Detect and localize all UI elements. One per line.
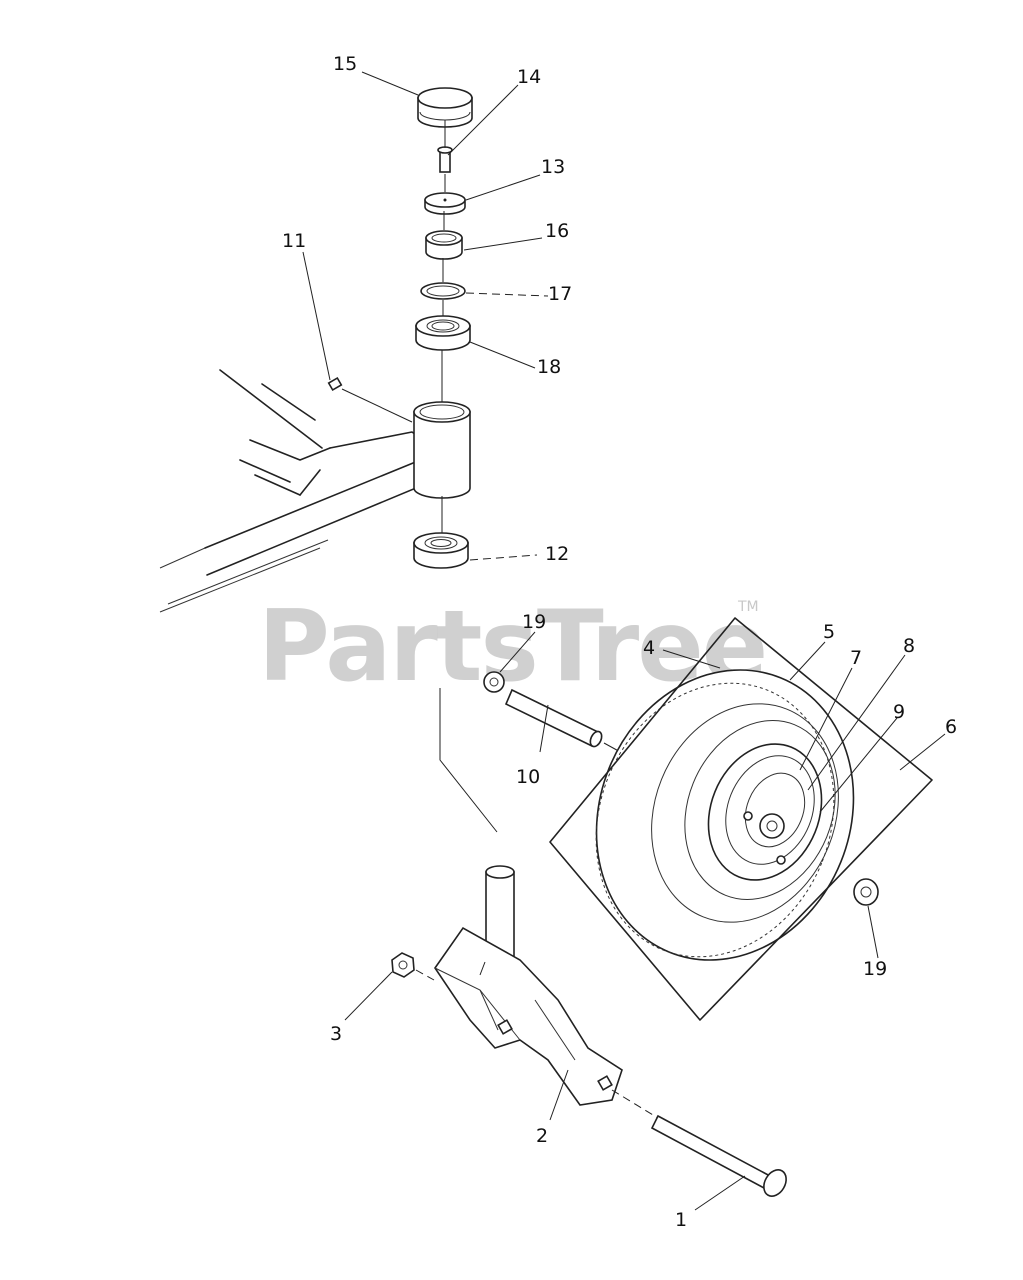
- spacer: [425, 230, 463, 260]
- pivot-tube: [413, 401, 471, 499]
- callout-4: 4: [643, 637, 655, 659]
- callout-7: 7: [850, 647, 862, 669]
- callout-5: 5: [823, 621, 835, 643]
- callout-14: 14: [517, 66, 541, 88]
- grease-fitting: [327, 376, 413, 423]
- callout-19-outer: 19: [863, 958, 887, 980]
- axle-spacer-tube: [483, 671, 625, 755]
- callout-6: 6: [945, 716, 957, 738]
- outer-washer: [853, 878, 879, 906]
- frame-rail: [159, 369, 441, 613]
- callout-16: 16: [545, 220, 569, 242]
- callout-18: 18: [537, 356, 561, 378]
- tire-wheel-assembly: [549, 617, 933, 1021]
- callout-labels: 1 2 3 4 5 6 7 8 9 10 11 12 13 14 15 16 1…: [282, 53, 957, 1231]
- callout-15: 15: [333, 53, 357, 75]
- callout-2: 2: [536, 1125, 548, 1147]
- callout-9: 9: [893, 701, 905, 723]
- callout-19-inner: 19: [522, 611, 546, 633]
- callout-1: 1: [675, 1209, 687, 1231]
- lock-nut: [391, 952, 435, 981]
- dust-cap: [417, 87, 473, 128]
- callout-8: 8: [903, 635, 915, 657]
- watermark-trademark: TM: [737, 599, 759, 615]
- axle-bolt: [611, 1089, 787, 1197]
- callout-11: 11: [282, 230, 306, 252]
- leader-lines: [302, 71, 946, 1211]
- center-lines: [439, 120, 498, 833]
- bolt: [437, 146, 453, 173]
- snap-ring: [420, 282, 466, 300]
- callout-10: 10: [516, 766, 540, 788]
- callout-12: 12: [545, 543, 569, 565]
- lower-bearing: [413, 532, 469, 569]
- callout-3: 3: [330, 1023, 342, 1045]
- callout-17: 17: [548, 283, 572, 305]
- caster-fork: [434, 865, 623, 1106]
- callout-13: 13: [541, 156, 565, 178]
- upper-bearing: [415, 315, 471, 351]
- washer: [424, 192, 466, 215]
